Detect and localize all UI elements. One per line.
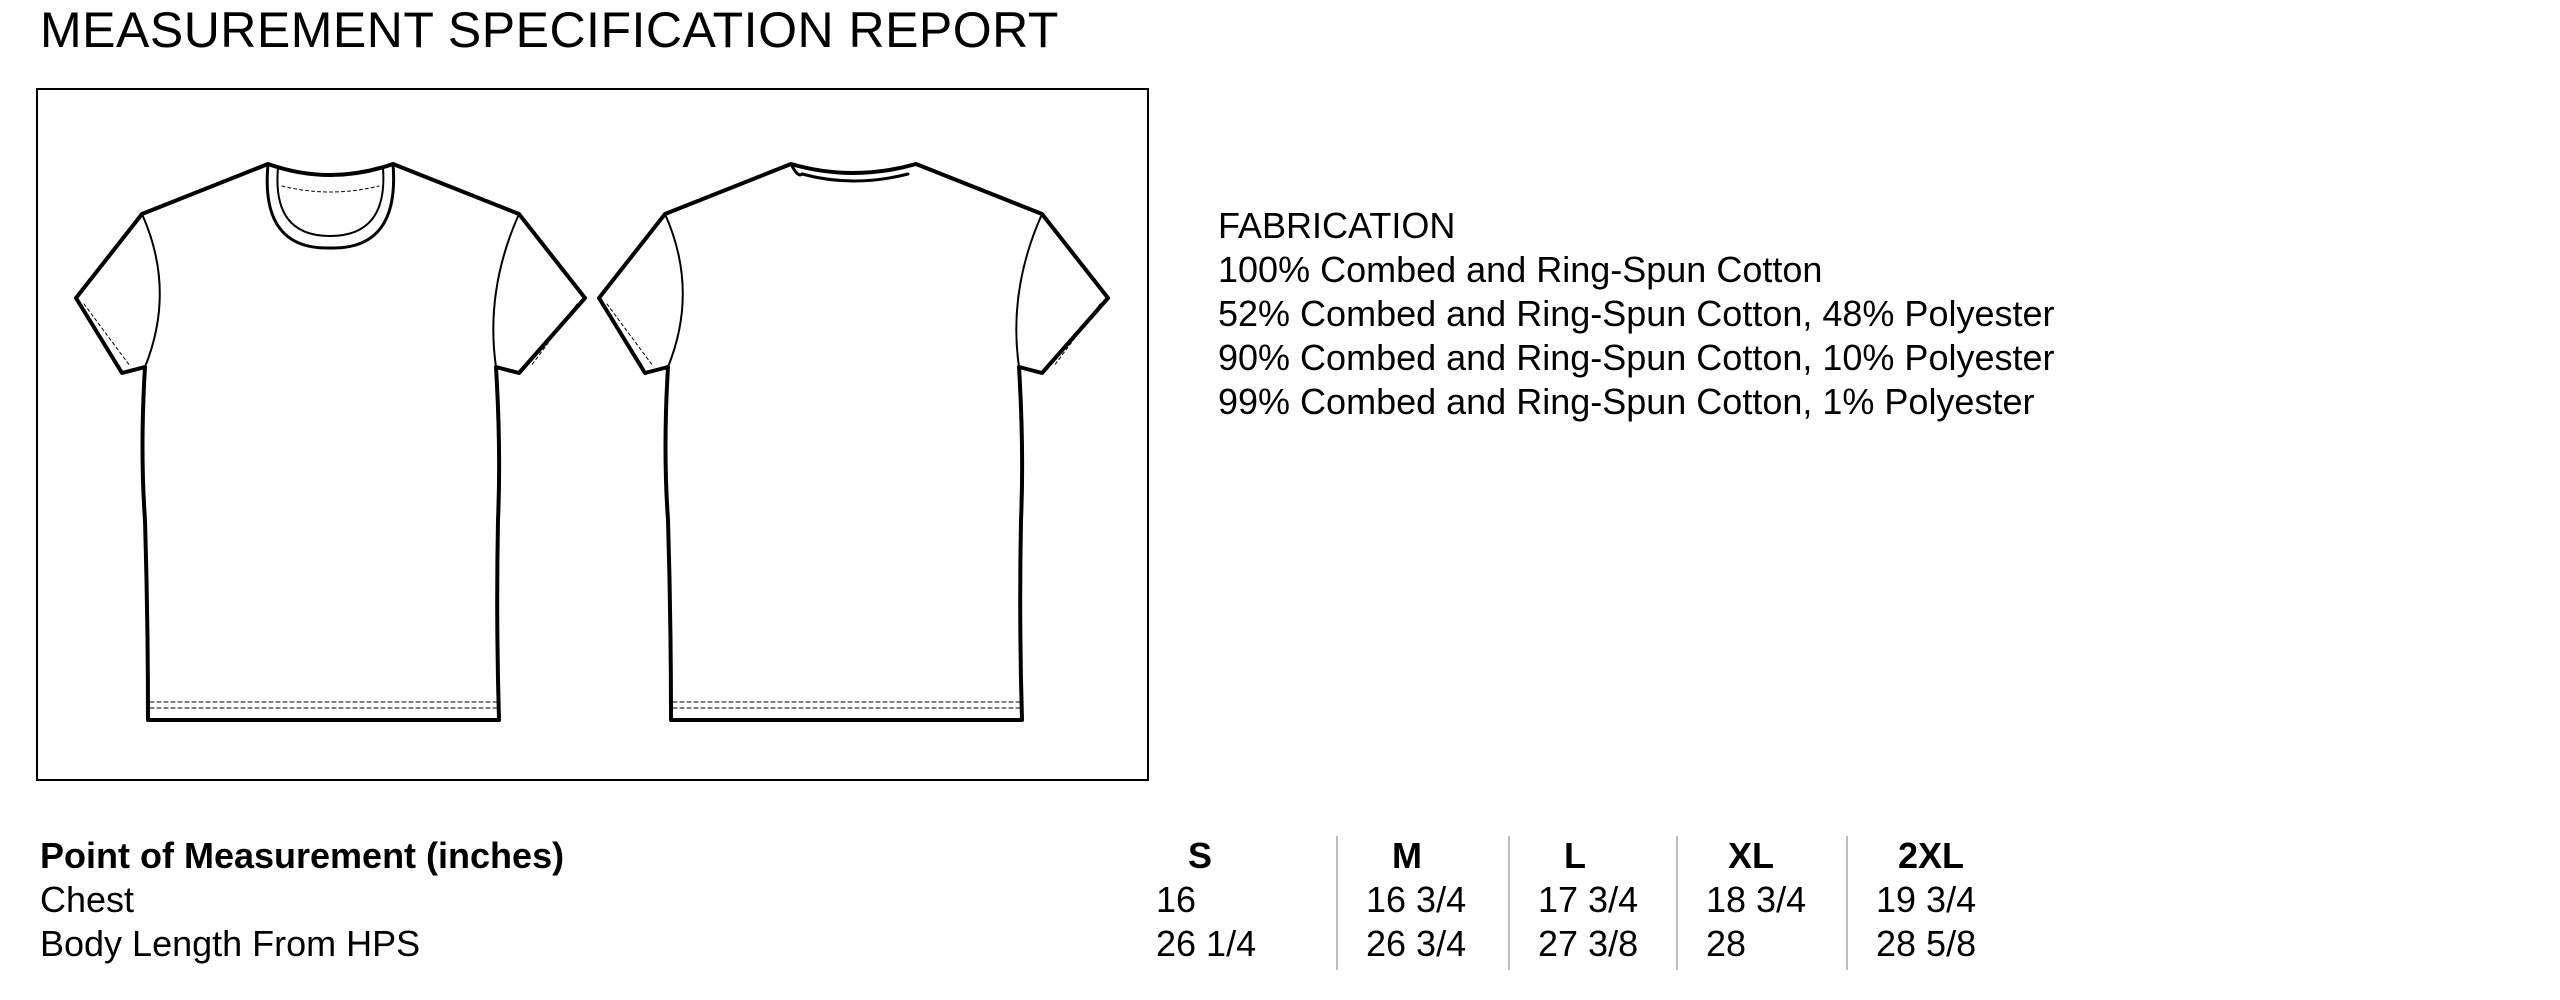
column-header-size: XL: [1728, 835, 1775, 876]
table-cell: 28: [1706, 923, 1747, 964]
fabrication-line: 90% Combed and Ring-Spun Cotton, 10% Pol…: [1218, 337, 2055, 378]
column-header-size: 2XL: [1898, 835, 1965, 876]
report-title: MEASUREMENT SPECIFICATION REPORT: [40, 2, 1059, 58]
table-cell: 16: [1156, 879, 1197, 920]
table-cell: 18 3/4: [1706, 879, 1807, 920]
garment-illustration-panel: [36, 88, 1149, 781]
table-cell: 16 3/4: [1366, 879, 1467, 920]
table-cell: 17 3/4: [1538, 879, 1639, 920]
table-cell: 26 1/4: [1156, 923, 1257, 964]
column-divider: [1508, 836, 1510, 970]
table-cell: 27 3/8: [1538, 923, 1639, 964]
fabrication-line: 52% Combed and Ring-Spun Cotton, 48% Pol…: [1218, 293, 2055, 334]
column-divider: [1676, 836, 1678, 970]
column-header-size: M: [1392, 835, 1422, 876]
table-cell: 28 5/8: [1876, 923, 1977, 964]
tshirt-back-sketch: [597, 162, 1110, 722]
table-cell: 26 3/4: [1366, 923, 1467, 964]
column-header-size: L: [1564, 835, 1586, 876]
column-header-pom: Point of Measurement (inches): [40, 835, 565, 876]
column-divider: [1336, 836, 1338, 970]
fabrication-heading: FABRICATION: [1218, 205, 1456, 246]
fabrication-line: 100% Combed and Ring-Spun Cotton: [1218, 249, 1823, 290]
fabrication-section: FABRICATION 100% Combed and Ring-Spun Co…: [1218, 204, 2055, 424]
row-label: Body Length From HPS: [40, 923, 421, 964]
table-cell: 19 3/4: [1876, 879, 1977, 920]
tshirt-front-sketch: [74, 162, 587, 722]
column-divider: [1846, 836, 1848, 970]
row-label: Chest: [40, 879, 135, 920]
column-header-size: S: [1188, 835, 1213, 876]
tshirt-flat-sketches: [74, 162, 1110, 722]
fabrication-line: 99% Combed and Ring-Spun Cotton, 1% Poly…: [1218, 381, 2035, 422]
